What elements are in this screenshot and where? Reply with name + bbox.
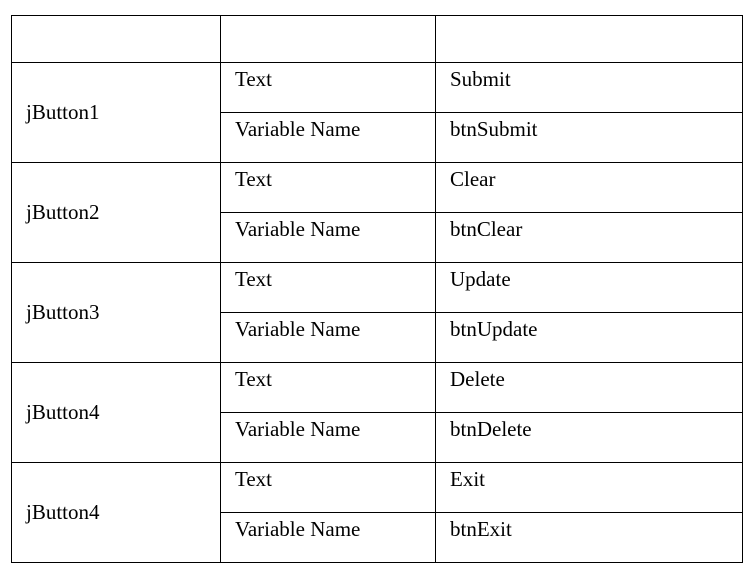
property-value-cell: btnDelete bbox=[435, 412, 743, 463]
property-value-cell: Exit bbox=[435, 462, 743, 513]
property-name-cell: Variable Name bbox=[220, 312, 436, 363]
property-name-cell: Text bbox=[220, 362, 436, 413]
property-value-cell: Clear bbox=[435, 162, 743, 213]
component-name-cell: jButton4 bbox=[11, 462, 221, 563]
table-row: Variable Name btnUpdate bbox=[12, 312, 743, 363]
header-cell-property bbox=[220, 15, 436, 63]
component-name-cell: jButton4 bbox=[11, 362, 221, 463]
table-row: jButton2 Text Clear bbox=[11, 162, 743, 263]
header-row bbox=[11, 15, 743, 63]
property-name-cell: Text bbox=[220, 162, 436, 213]
table-row: Variable Name btnClear bbox=[12, 212, 743, 263]
component-name-cell: jButton2 bbox=[11, 162, 221, 263]
component-name-cell: jButton3 bbox=[11, 262, 221, 363]
property-name-cell: Variable Name bbox=[220, 112, 436, 163]
property-name-cell: Variable Name bbox=[220, 512, 436, 563]
table-row: Variable Name btnDelete bbox=[12, 412, 743, 463]
table-row: jButton1 Text Submit bbox=[11, 62, 743, 163]
component-properties-table: jButton1 Text Submit Variable Name btnSu… bbox=[11, 15, 743, 563]
property-value-cell: btnUpdate bbox=[435, 312, 743, 363]
property-value-cell: Update bbox=[435, 262, 743, 313]
table-row: Variable Name btnSubmit bbox=[12, 112, 743, 163]
table-row: jButton4 Text Delete bbox=[11, 362, 743, 463]
property-name-cell: Variable Name bbox=[220, 212, 436, 263]
property-name-cell: Text bbox=[220, 262, 436, 313]
header-cell-component bbox=[11, 15, 221, 63]
property-value-cell: Submit bbox=[435, 62, 743, 113]
header-cell-value bbox=[435, 15, 743, 63]
property-name-cell: Variable Name bbox=[220, 412, 436, 463]
property-value-cell: Delete bbox=[435, 362, 743, 413]
component-name-cell: jButton1 bbox=[11, 62, 221, 163]
table-row: jButton4 Text Exit bbox=[11, 462, 743, 563]
property-name-cell: Text bbox=[220, 462, 436, 513]
property-value-cell: btnSubmit bbox=[435, 112, 743, 163]
property-name-cell: Text bbox=[220, 62, 436, 113]
property-value-cell: btnClear bbox=[435, 212, 743, 263]
property-value-cell: btnExit bbox=[435, 512, 743, 563]
table-row: jButton3 Text Update bbox=[11, 262, 743, 363]
